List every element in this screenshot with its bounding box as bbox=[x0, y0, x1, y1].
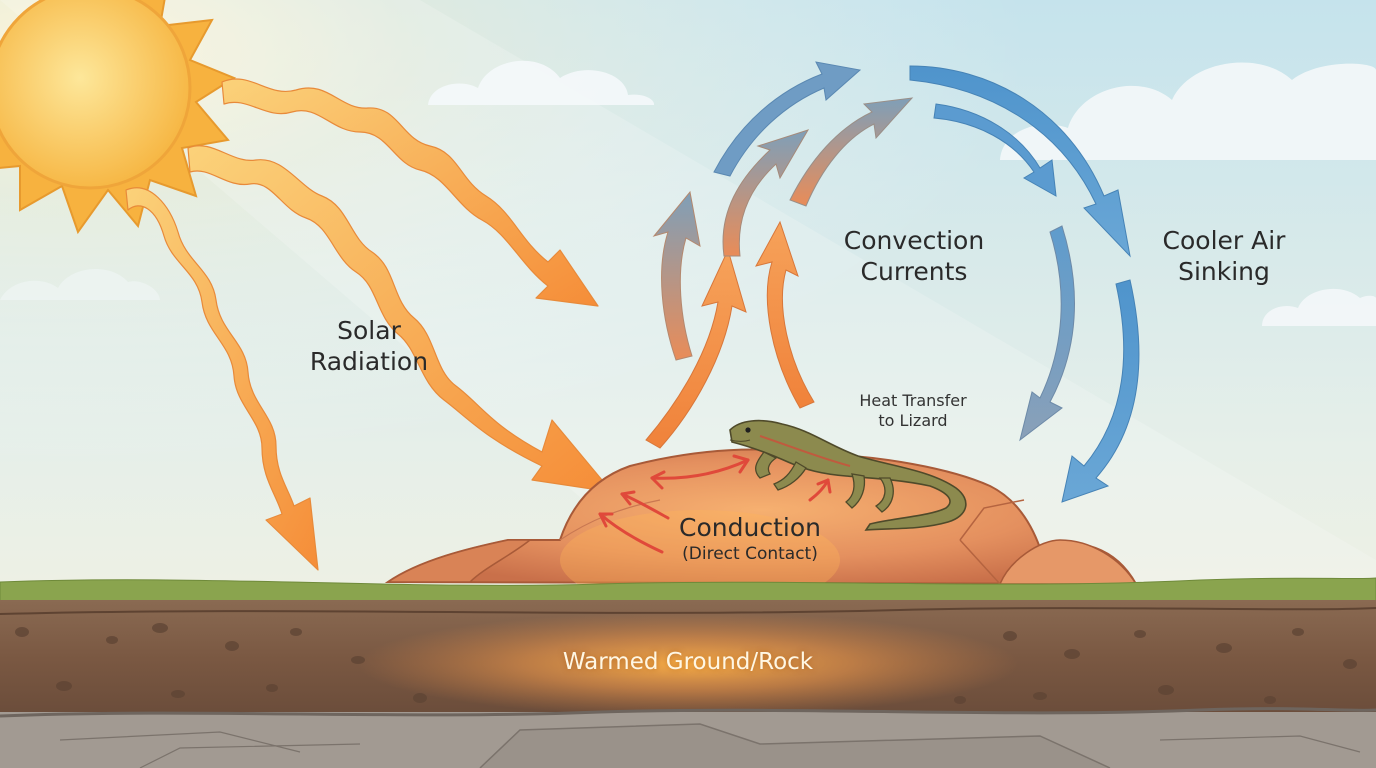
heat-transfer-label-line2: to Lizard bbox=[878, 410, 948, 430]
cooler-air-sinking-label-line1: Cooler Air bbox=[1162, 226, 1286, 255]
solar-radiation-label-line1: Solar bbox=[337, 316, 401, 345]
cooler-air-sinking-label: Cooler Air Sinking bbox=[1146, 226, 1302, 287]
conduction-label-title: Conduction bbox=[679, 513, 821, 542]
conduction-label: Conduction (Direct Contact) bbox=[660, 514, 840, 563]
convection-currents-label: Convection Currents bbox=[826, 226, 1002, 287]
cooler-air-sinking-label-line2: Sinking bbox=[1178, 256, 1270, 286]
solar-radiation-label-line2: Radiation bbox=[309, 346, 429, 376]
soil-layer bbox=[0, 600, 1376, 718]
conduction-arrows bbox=[598, 454, 832, 554]
solar-radiation-arrows bbox=[125, 78, 613, 571]
grass bbox=[0, 577, 1376, 605]
convection-arrows bbox=[645, 61, 914, 449]
cloud bbox=[1000, 62, 1376, 160]
lizard bbox=[729, 419, 967, 531]
heat-transfer-label-line1: Heat Transfer bbox=[859, 391, 967, 410]
cloud bbox=[1262, 288, 1376, 326]
bedrock-layer bbox=[0, 707, 1376, 768]
conduction-label-subtitle: (Direct Contact) bbox=[682, 543, 818, 564]
heat-transfer-label: Heat Transfer to Lizard bbox=[838, 391, 988, 430]
convection-currents-label-line1: Convection bbox=[843, 226, 985, 255]
convection-currents-label-line2: Currents bbox=[860, 256, 968, 286]
cooler-air-arrows bbox=[909, 65, 1140, 503]
solar-radiation-label: Solar Radiation bbox=[298, 316, 440, 377]
cloud bbox=[428, 60, 655, 105]
ground-label: Warmed Ground/Rock bbox=[562, 649, 814, 675]
sun bbox=[0, 0, 237, 235]
cloud bbox=[0, 269, 160, 300]
